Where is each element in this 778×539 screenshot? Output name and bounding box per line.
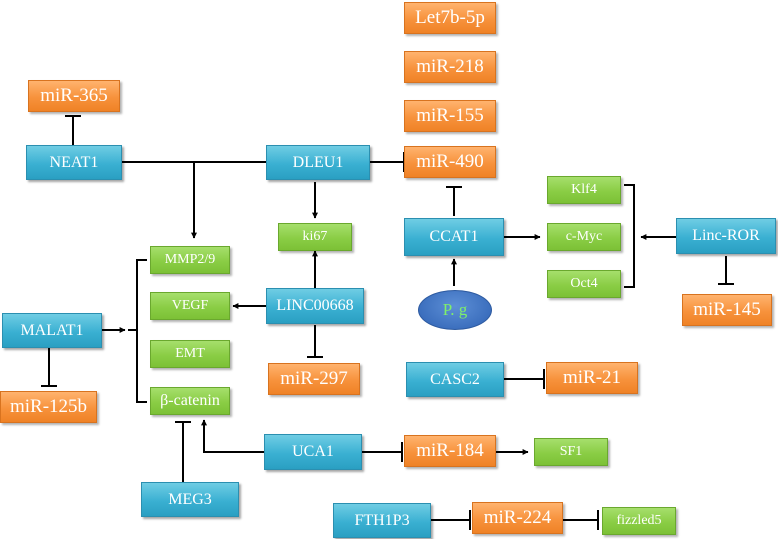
node-mir-21: miR-21 [546, 362, 638, 394]
node-casc2: CASC2 [406, 362, 504, 397]
edge-neat1-dleu1-to-mmp2-9 [122, 161, 266, 239]
node-linc-ror: Linc-ROR [676, 218, 776, 254]
edge-casc2-inhibits-mir-21 [504, 369, 545, 389]
edge-fth1p3-inhibits-mir-224 [431, 510, 471, 530]
node-ki67: ki67 [278, 223, 352, 251]
node-mmp2-9: MMP2/9 [150, 246, 230, 274]
node-mir-218: miR-218 [404, 51, 496, 83]
node-mir-184: miR-184 [404, 435, 496, 467]
node-mir-145: miR-145 [682, 294, 772, 326]
node-mir-490: miR-490 [404, 146, 496, 178]
node-let7b-5p: Let7b-5p [404, 2, 496, 34]
edge-dleu1-inhibits-mir-490 [370, 152, 405, 172]
edge-malat1-inhibits-mir-125b [41, 348, 57, 387]
node-mir-125b: miR-125b [0, 391, 97, 423]
node-uca1: UCA1 [264, 434, 362, 470]
node-oct4: Oct4 [547, 270, 621, 298]
node-fth1p3: FTH1P3 [333, 503, 431, 538]
node-fizzled5: fizzled5 [602, 507, 676, 535]
node-pg: P. g [418, 290, 492, 330]
node-klf4: Klf4 [547, 176, 621, 204]
node-linc00668: LINC00668 [266, 288, 364, 324]
node-meg3: MEG3 [141, 482, 239, 517]
node-emt: EMT [150, 340, 230, 368]
edge-mir-224-inhibits-fizzled5 [563, 510, 599, 530]
edge-uca1-inhibits-mir-184 [362, 442, 403, 462]
edge-meg3-inhibits-beta-catenin [175, 421, 191, 482]
node-beta-catenin: β-catenin [150, 387, 230, 415]
node-vegf: VEGF [150, 292, 230, 320]
edge-malat1-activates-group [102, 259, 147, 403]
node-mir-297: miR-297 [268, 363, 360, 395]
edge-linc00668-inhibits-mir-297 [307, 325, 323, 358]
edge-neat1-inhibits-mir-365 [65, 115, 81, 145]
node-mir-365: miR-365 [28, 80, 120, 112]
node-mir-155: miR-155 [404, 100, 496, 132]
edge-linc-ror-inhibits-mir-145 [718, 256, 734, 285]
node-dleu1: DLEU1 [266, 145, 370, 180]
node-neat1: NEAT1 [26, 145, 122, 180]
node-sf1: SF1 [534, 438, 608, 466]
node-mir-224: miR-224 [472, 502, 563, 534]
node-c-myc: c-Myc [547, 223, 621, 251]
node-ccat1: CCAT1 [404, 218, 504, 256]
node-malat1: MALAT1 [2, 313, 102, 348]
edge-ccat1-inhibits-mir-490 [446, 186, 462, 216]
edge-linc-ror-activates-group [624, 184, 676, 288]
edge-uca1-activates-beta-catenin [201, 419, 264, 453]
